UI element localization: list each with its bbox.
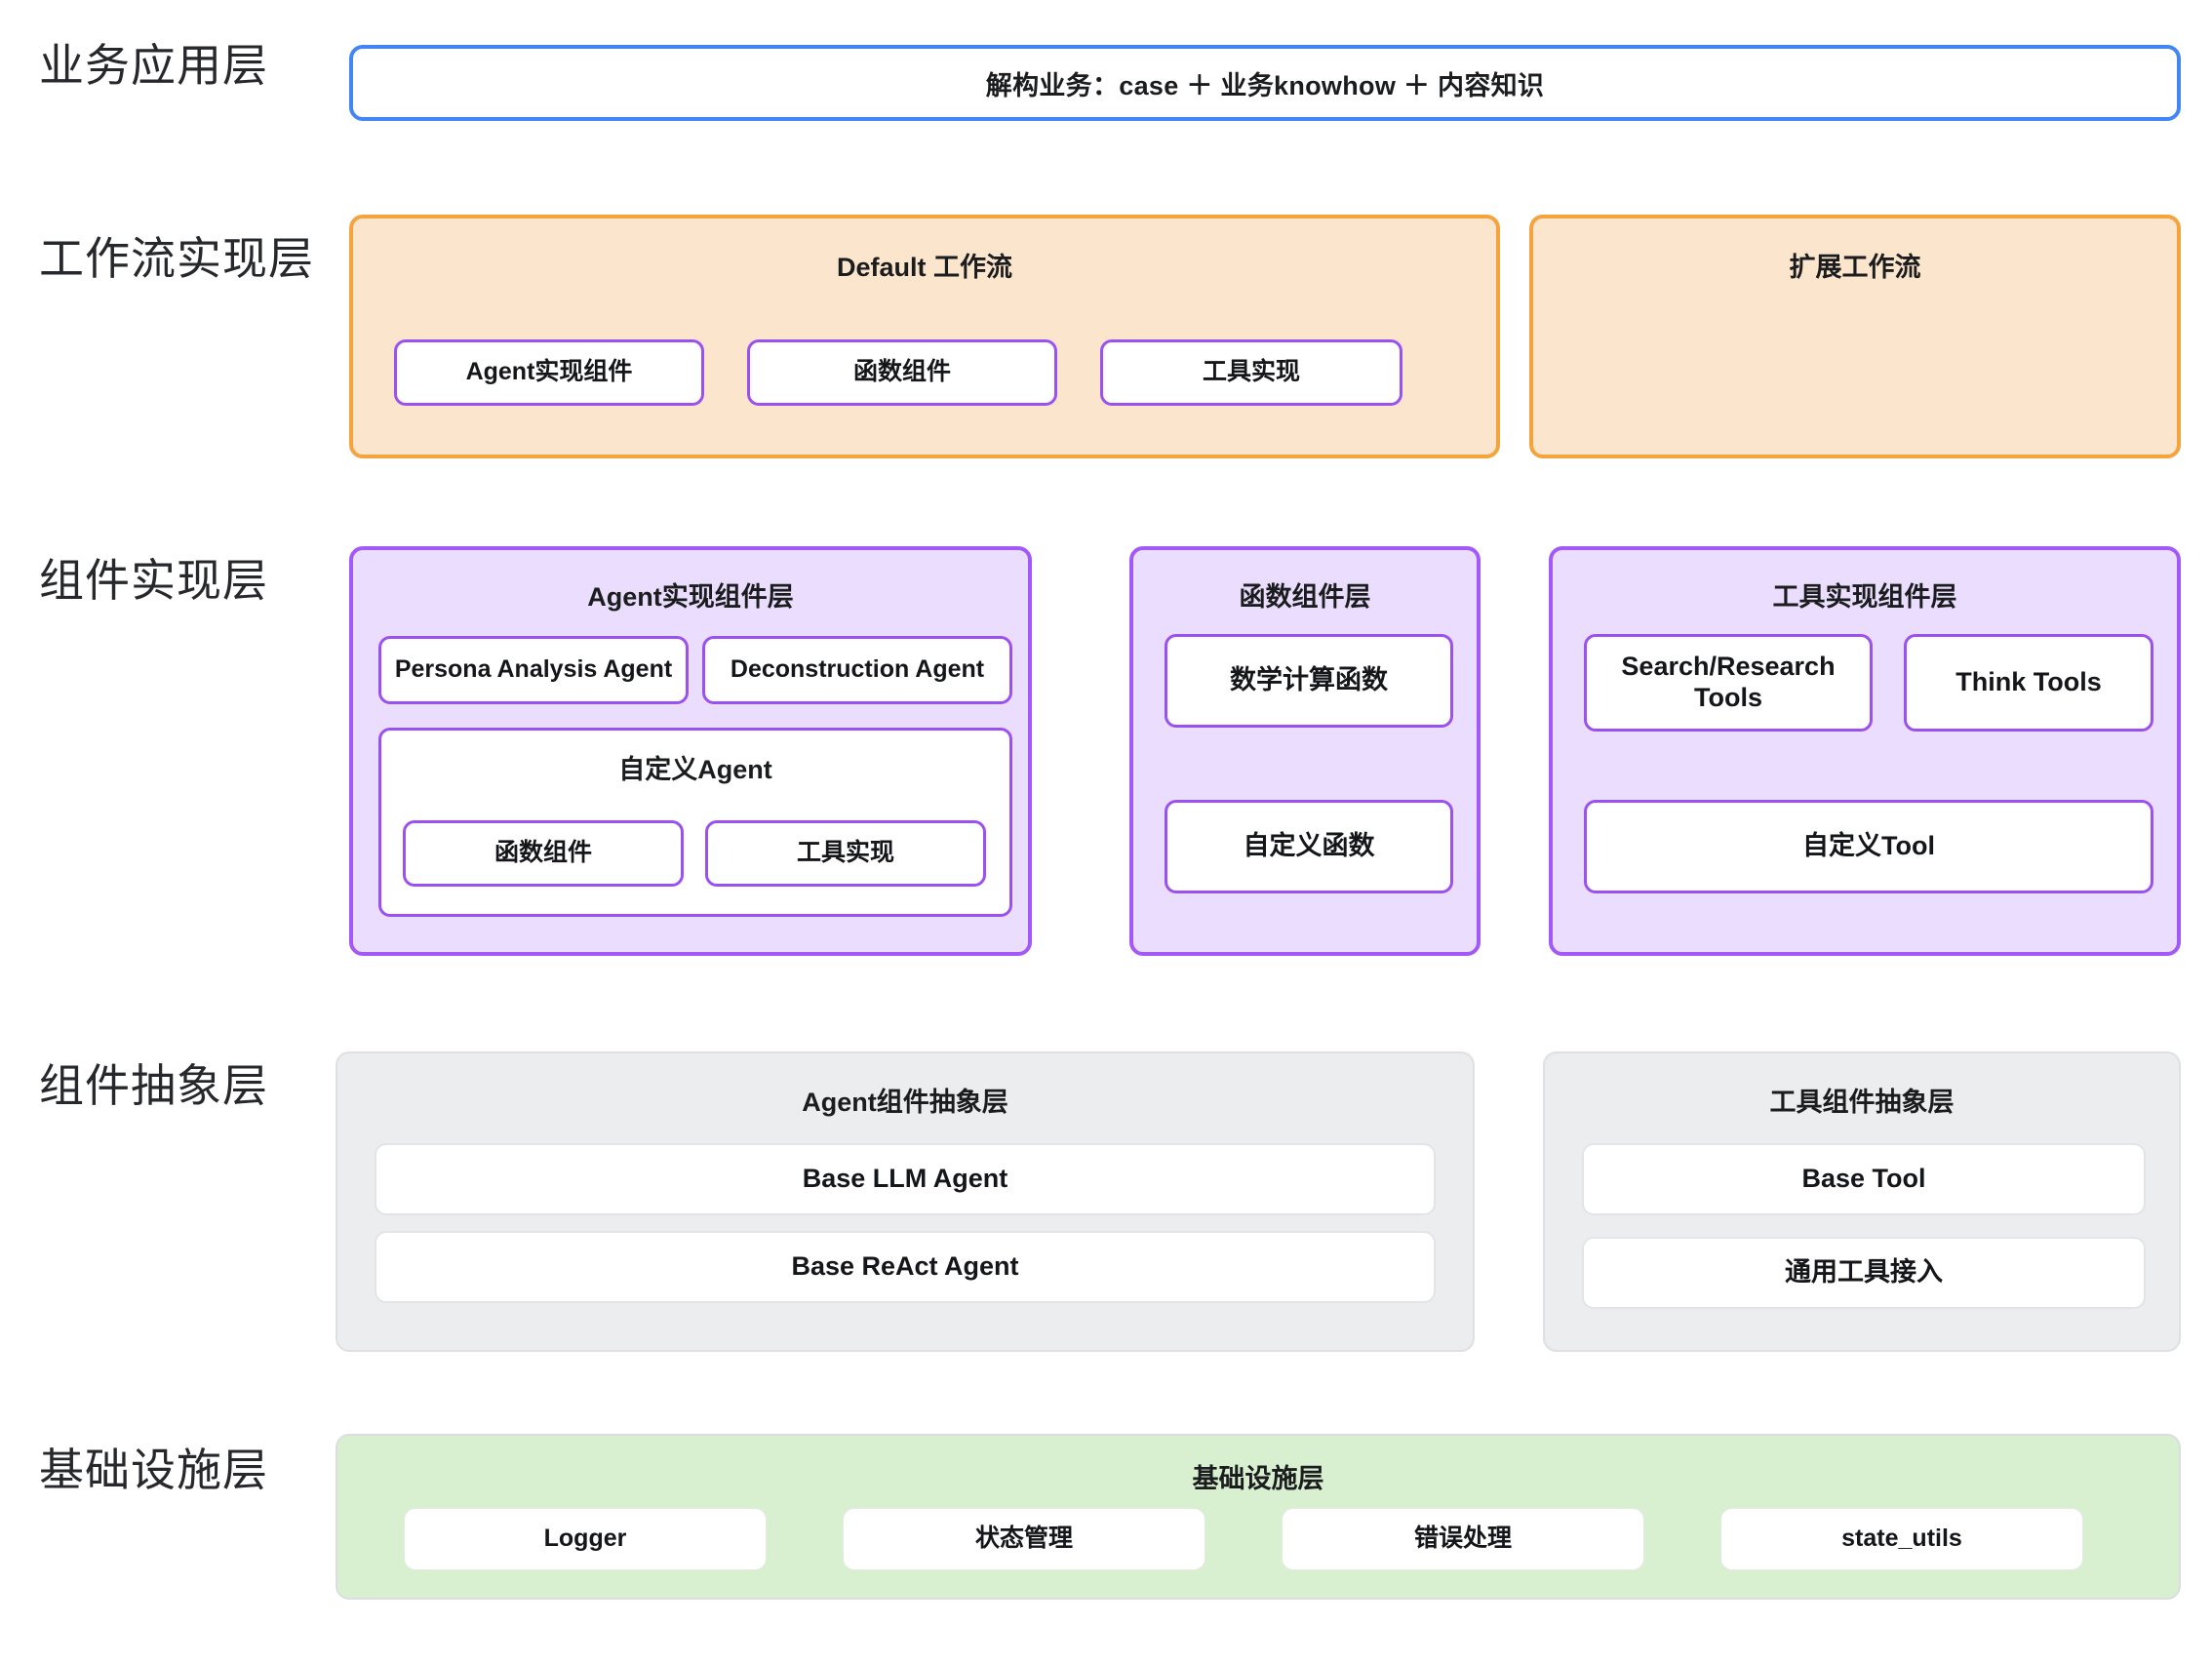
infrastructure-layer-box: 基础设施层 Logger 状态管理 错误处理 state_utils bbox=[336, 1434, 2181, 1600]
custom-agent-title: 自定义Agent bbox=[618, 755, 772, 784]
agent-abstraction-title: Agent组件抽象层 bbox=[802, 1088, 1008, 1117]
chip-custom-agent-tool-implementation[interactable]: 工具实现 bbox=[705, 820, 986, 887]
tool-abstraction-title: 工具组件抽象层 bbox=[1769, 1088, 1955, 1117]
layer-label-business: 业务应用层 bbox=[39, 40, 268, 91]
chip-logger[interactable]: Logger bbox=[404, 1508, 767, 1570]
chip-custom-function[interactable]: 自定义函数 bbox=[1165, 800, 1453, 893]
chip-persona-analysis-agent[interactable]: Persona Analysis Agent bbox=[378, 636, 689, 704]
function-component-layer-box: 函数组件层 数学计算函数 自定义函数 bbox=[1129, 546, 1481, 956]
agent-implementation-title: Agent实现组件层 bbox=[587, 582, 794, 612]
chip-base-react-agent[interactable]: Base ReAct Agent bbox=[375, 1231, 1436, 1303]
chip-custom-agent-function-component[interactable]: 函数组件 bbox=[403, 820, 684, 887]
chip-deconstruction-agent[interactable]: Deconstruction Agent bbox=[702, 636, 1012, 704]
extended-workflow-title: 扩展工作流 bbox=[1789, 253, 1921, 282]
chip-error-handling[interactable]: 错误处理 bbox=[1282, 1508, 1644, 1570]
infrastructure-title: 基础设施层 bbox=[1192, 1464, 1324, 1493]
tool-implementation-component-box: 工具实现组件层 Search/Research Tools Think Tool… bbox=[1549, 546, 2181, 956]
business-banner-text: 解构业务：case ＋ 业务knowhow ＋ 内容知识 bbox=[985, 70, 1545, 100]
layer-label-infrastructure: 基础设施层 bbox=[39, 1445, 268, 1495]
tool-abstraction-layer-box: 工具组件抽象层 Base Tool 通用工具接入 bbox=[1543, 1051, 2181, 1352]
custom-agent-box: 自定义Agent 函数组件 工具实现 bbox=[378, 728, 1012, 917]
business-application-banner: 解构业务：case ＋ 业务knowhow ＋ 内容知识 bbox=[349, 45, 2181, 121]
extended-workflow-box: 扩展工作流 bbox=[1529, 215, 2181, 458]
workflow-chip-tool-implementation[interactable]: 工具实现 bbox=[1100, 339, 1402, 406]
layer-label-workflow: 工作流实现层 bbox=[39, 233, 314, 284]
default-workflow-box: Default 工作流 Agent实现组件 函数组件 工具实现 bbox=[349, 215, 1500, 458]
chip-search-research-tools[interactable]: Search/Research Tools bbox=[1584, 634, 1873, 732]
agent-abstraction-layer-box: Agent组件抽象层 Base LLM Agent Base ReAct Age… bbox=[336, 1051, 1475, 1352]
workflow-chip-agent-component[interactable]: Agent实现组件 bbox=[394, 339, 704, 406]
chip-base-llm-agent[interactable]: Base LLM Agent bbox=[375, 1143, 1436, 1215]
chip-base-tool[interactable]: Base Tool bbox=[1582, 1143, 2146, 1215]
chip-state-utils[interactable]: state_utils bbox=[1720, 1508, 2083, 1570]
agent-implementation-component-box: Agent实现组件层 Persona Analysis Agent Decons… bbox=[349, 546, 1032, 956]
layer-label-abstraction: 组件抽象层 bbox=[39, 1060, 268, 1111]
workflow-chip-function-component[interactable]: 函数组件 bbox=[747, 339, 1057, 406]
chip-general-tool-access[interactable]: 通用工具接入 bbox=[1582, 1237, 2146, 1309]
layer-label-component: 组件实现层 bbox=[39, 555, 268, 606]
tool-implementation-layer-title: 工具实现组件层 bbox=[1772, 582, 1957, 612]
chip-state-management[interactable]: 状态管理 bbox=[843, 1508, 1205, 1570]
default-workflow-title: Default 工作流 bbox=[836, 253, 1012, 282]
chip-think-tools[interactable]: Think Tools bbox=[1904, 634, 2153, 732]
chip-math-function[interactable]: 数学计算函数 bbox=[1165, 634, 1453, 728]
function-component-layer-title: 函数组件层 bbox=[1239, 582, 1371, 612]
chip-custom-tool[interactable]: 自定义Tool bbox=[1584, 800, 2153, 893]
